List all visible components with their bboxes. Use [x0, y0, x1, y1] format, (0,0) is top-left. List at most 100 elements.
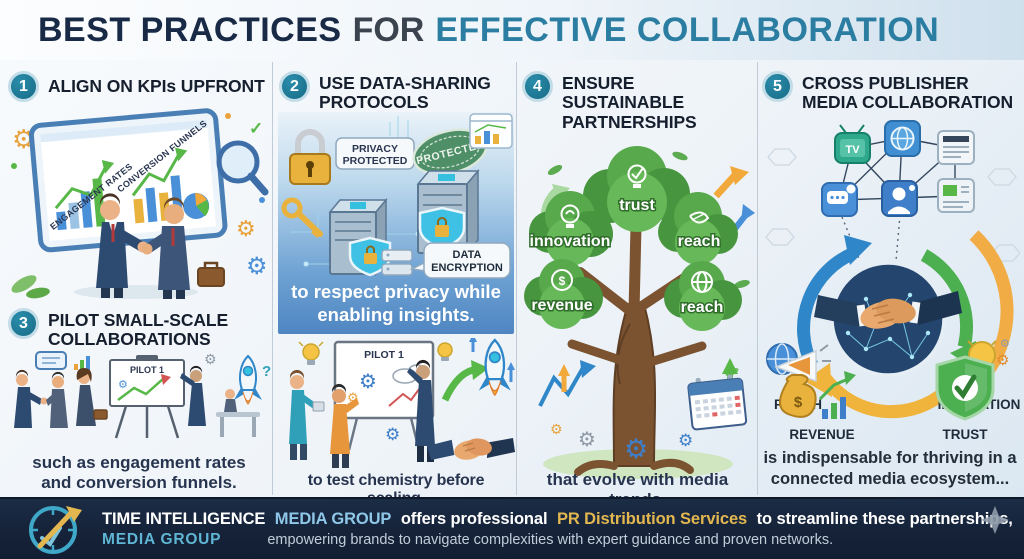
privacy-protected-tag: PRIVACY PROTECTED	[335, 137, 415, 170]
businessperson-right	[141, 197, 190, 299]
chart-window-icon	[469, 113, 513, 149]
leaf-icon	[547, 164, 563, 175]
handshake-icon	[814, 290, 962, 329]
footer-line-2: MEDIA GROUP empowering brands to navigat…	[102, 531, 1018, 549]
globe-icon	[691, 270, 713, 293]
businessperson-left	[96, 193, 149, 298]
footer-tail: to streamline these partnerships,	[756, 509, 1013, 528]
section-1-header: 1 ALIGN ON KPIs UPFRONT	[6, 70, 272, 102]
globe-tile-icon	[884, 119, 921, 157]
footer-bar: TIME INTELLIGENCE MEDIA GROUP offers pro…	[0, 497, 1024, 559]
section-3-badge: 3	[8, 308, 39, 339]
column-divider	[272, 62, 273, 495]
desk-person	[216, 388, 260, 437]
column-4: 5 CROSS PUBLISHER MEDIA COLLABORATION	[760, 60, 1021, 497]
presenter-person	[180, 365, 206, 426]
svg-text:⚙: ⚙	[118, 378, 128, 391]
briefcase-icon	[197, 261, 225, 287]
trend-line-icon	[538, 364, 586, 407]
lightbulb-icon	[298, 341, 324, 365]
partnership-tree-illustration: trust innovation reach $ revenue	[524, 145, 755, 479]
gear-icon: ⚙	[578, 427, 596, 451]
section-5-header: 5 CROSS PUBLISHER MEDIA COLLABORATION	[760, 70, 1020, 113]
tree-label-reach-bottom: reach	[681, 299, 724, 316]
kpi-meeting-illustration: ⚙ ⚙ ⚙ ENGAGEMENT RATES	[11, 108, 269, 299]
pilot1-label: PILOT 1	[130, 365, 164, 375]
sparkle-icon	[981, 506, 1009, 534]
leaf-icon	[672, 151, 688, 161]
gear-icon: ⚙	[550, 422, 563, 438]
question-mark-icon: ?	[262, 363, 271, 380]
gear-icon: ⚙	[236, 217, 256, 242]
section-4-heading: ENSURE SUSTAINABLE PARTNERSHIPS	[562, 73, 697, 132]
section-2-header: 2 USE DATA-SHARING PROTOCOLS	[277, 70, 515, 113]
svg-text:TV: TV	[845, 144, 860, 156]
footer-logo-subtext: MEDIA GROUP	[102, 530, 222, 548]
person-with-tablet	[289, 369, 325, 460]
lightbulb-icon	[437, 342, 453, 361]
section-2-caption: to respect privacy while enabling insigh…	[291, 280, 501, 325]
svg-text:$: $	[794, 394, 803, 411]
curved-arrow-icon	[441, 366, 475, 402]
title-part-dark: BEST PRACTICES	[38, 10, 342, 49]
svg-text:⚙: ⚙	[347, 391, 359, 406]
svg-text:$: $	[559, 274, 566, 288]
column-2: 2 USE DATA-SHARING PROTOCOLS	[277, 60, 515, 507]
pilot-team-illustration: PILOT 1 ⚙ ⚙	[14, 350, 271, 438]
column-3: 4 ENSURE SUSTAINABLE PARTNERSHIPS	[520, 60, 755, 509]
tree-foliage	[524, 145, 742, 331]
section-1-heading: ALIGN ON KPIs UPFRONT	[48, 76, 265, 96]
section-3-heading: PILOT SMALL-SCALE COLLABORATIONS	[48, 310, 229, 350]
footer-brand-secondary: MEDIA GROUP	[274, 509, 392, 528]
rocket-icon	[478, 338, 511, 397]
section-3-header: 3 PILOT SMALL-SCALE COLLABORATIONS	[6, 307, 272, 350]
orange-arrow-icon	[713, 171, 739, 199]
svg-text:ENCRYPTION: ENCRYPTION	[431, 262, 503, 274]
footer-line-1: TIME INTELLIGENCE MEDIA GROUP offers pro…	[102, 510, 1018, 529]
svg-text:PROTECTED: PROTECTED	[343, 155, 408, 167]
column-divider	[757, 62, 758, 495]
shield-lock-icon	[348, 236, 392, 277]
tree-label-innovation: innovation	[530, 233, 611, 250]
monitor-icon: ENGAGEMENT RATES CONVERSION FUNNELS	[28, 108, 228, 253]
magnifier-icon	[216, 140, 269, 196]
lightbulb-icon	[560, 204, 580, 228]
tree-label-reach-top: reach	[678, 233, 721, 250]
leaf-icon	[734, 279, 750, 288]
footer-offers: offers professional	[400, 509, 548, 528]
page-title: BEST PRACTICES FOR EFFECTIVE COLLABORATI…	[0, 0, 1024, 60]
key-icon	[281, 197, 323, 238]
pilot1-label: PILOT 1	[364, 349, 404, 361]
svg-text:⚙: ⚙	[359, 369, 377, 393]
svg-text:⚙: ⚙	[996, 351, 1009, 369]
leaf-icon	[26, 287, 50, 299]
column-divider	[516, 62, 517, 495]
rocket-icon	[234, 354, 262, 405]
section-5-heading: CROSS PUBLISHER MEDIA COLLABORATION	[802, 73, 1013, 113]
section-2-heading: USE DATA-SHARING PROTOCOLS	[319, 73, 491, 113]
newspaper-icon	[937, 129, 975, 165]
gear-icon: ⚙	[385, 425, 400, 445]
server-icon	[416, 168, 480, 256]
pilot-whiteboard-illustration: PILOT 1 ⚙ ⚙ ⚙	[289, 338, 515, 468]
check-icon: ✓	[249, 119, 263, 138]
handshake-people	[14, 369, 68, 428]
money-bag-icon: $	[779, 370, 856, 419]
svg-text:DATA: DATA	[453, 249, 482, 261]
tree-label-trust: trust	[619, 197, 655, 214]
padlock-icon	[289, 129, 331, 185]
data-security-panel: PRIVACY PROTECTED PROTECTED	[278, 112, 514, 334]
chat-icon	[821, 181, 858, 217]
bulb-check-icon	[627, 164, 647, 188]
newspaper-icon	[937, 177, 975, 213]
tv-icon: TV	[834, 123, 871, 164]
tree-label-revenue: revenue	[531, 297, 592, 314]
title-part-teal: EFFECTIVE COLLABORATION	[435, 10, 940, 49]
leaf-icon	[11, 275, 37, 293]
data-security-illustration: PRIVACY PROTECTED PROTECTED	[281, 113, 513, 279]
media-collaboration-illustration: TV	[765, 119, 1021, 442]
clock-arrow-logo	[29, 506, 82, 554]
shield-lock-icon	[418, 206, 466, 250]
data-encryption-bubble: DATA ENCRYPTION	[409, 242, 511, 279]
dollar-circle-icon: $	[551, 268, 573, 291]
